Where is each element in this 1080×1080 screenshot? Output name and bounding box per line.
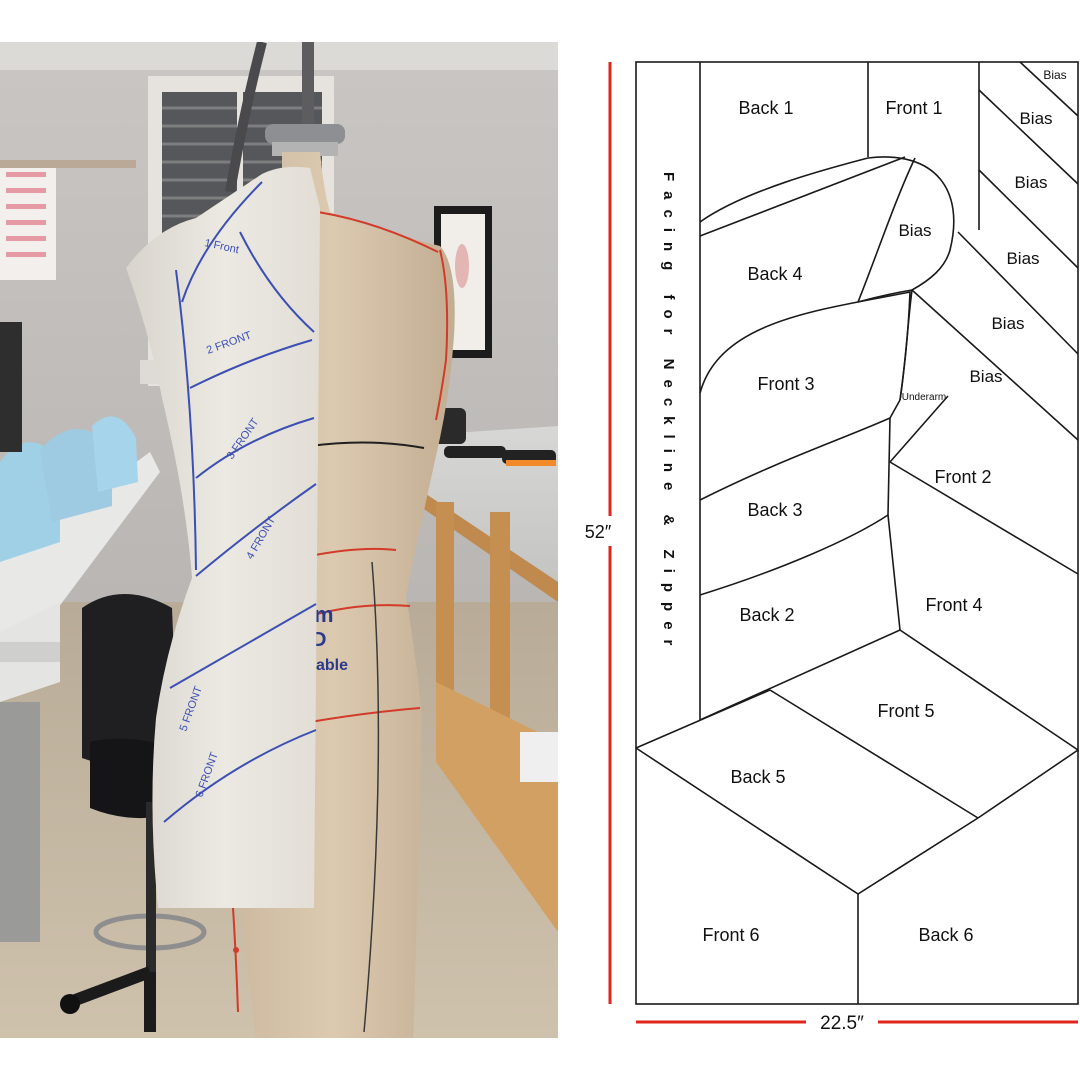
piece-bias: Bias [1006, 249, 1039, 268]
piece-bias: Bias [898, 221, 931, 240]
piece-bias: Bias [1014, 173, 1047, 192]
work-table-right [408, 408, 558, 932]
piece-outlines [635, 61, 1079, 1005]
facing-label: Facing for Neckline & Zipper [660, 172, 677, 655]
work-table-left [0, 322, 160, 942]
piece-bias: Bias [1019, 109, 1052, 128]
form-brand-text: able [316, 657, 348, 674]
piece-back-3: Back 3 [747, 500, 802, 520]
piece-bias: Bias [991, 314, 1024, 333]
pattern-layout-diagram: 52″ 22.5″ Facing for [585, 61, 1079, 1034]
piece-back-5: Back 5 [730, 767, 785, 787]
piece-bias: Bias [1043, 68, 1066, 82]
piece-back-6: Back 6 [918, 925, 973, 945]
form-brand-text: m [314, 602, 334, 627]
piece-front-4: Front 4 [925, 595, 982, 615]
piece-underarm: Underarm [902, 392, 946, 403]
piece-back-2: Back 2 [739, 605, 794, 625]
piece-bias: Bias [969, 367, 1002, 386]
height-label: 52″ [585, 522, 612, 542]
dress-form-photo: m D able 1 Front 2 FRONT 3 FRONT 4 FRONT… [0, 42, 558, 1038]
piece-back-1: Back 1 [738, 98, 793, 118]
width-dimension: 22.5″ [636, 1013, 1078, 1034]
height-dimension: 52″ [585, 62, 612, 1004]
piece-front-2: Front 2 [934, 467, 991, 487]
piece-labels: Back 1 Front 1 Bias Bias Bias Bias Bias … [702, 68, 1066, 945]
bulletin-board [0, 160, 136, 280]
piece-front-1: Front 1 [885, 98, 942, 118]
width-label: 22.5″ [820, 1013, 864, 1034]
piece-front-5: Front 5 [877, 701, 934, 721]
piece-back-4: Back 4 [747, 264, 802, 284]
muslin-drape: 1 Front 2 FRONT 3 FRONT 4 FRONT 5 FRONT … [126, 166, 320, 908]
piece-front-3: Front 3 [757, 374, 814, 394]
piece-front-6: Front 6 [702, 925, 759, 945]
dress-form-stand [225, 42, 345, 193]
